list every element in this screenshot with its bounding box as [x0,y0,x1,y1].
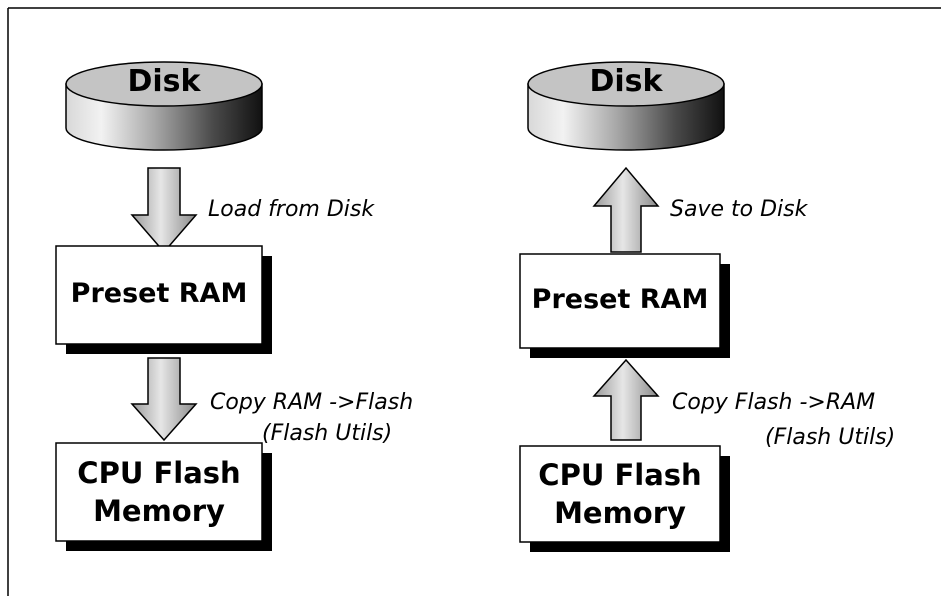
left-memory-label: Memory [93,494,225,528]
right-disk-label: Disk [589,64,663,99]
right-flash-box-shape [519,445,730,552]
right-cpu-flash-label: CPU Flash [538,458,702,492]
right-preset-ram-label: Preset RAM [531,284,709,315]
right-memory-label: Memory [554,496,686,530]
left-preset-ram-label: Preset RAM [70,278,248,309]
right-disk-cylinder [527,61,725,151]
left-cpu-flash-label: CPU Flash [77,456,241,490]
right-save-to-disk-label: Save to Disk [670,197,808,222]
left-load-from-disk-label: Load from Disk [208,197,375,222]
left-disk-label: Disk [127,64,201,99]
right-copy-label: Copy Flash ->RAM [672,390,876,415]
left-copy-label: Copy RAM ->Flash [210,390,414,415]
right-up-arrow-1 [592,166,660,253]
left-disk-cylinder [65,61,263,151]
right-ram-box-shape [519,253,730,358]
left-ram-box-shape [55,245,272,354]
right-up-arrow-2 [592,358,660,441]
left-flash-utils-label: (Flash Utils) [262,421,393,446]
right-flash-utils-label: (Flash Utils) [765,425,896,450]
left-down-arrow-2 [130,357,198,442]
left-down-arrow-1 [130,167,198,254]
left-flash-box-shape [55,442,272,551]
